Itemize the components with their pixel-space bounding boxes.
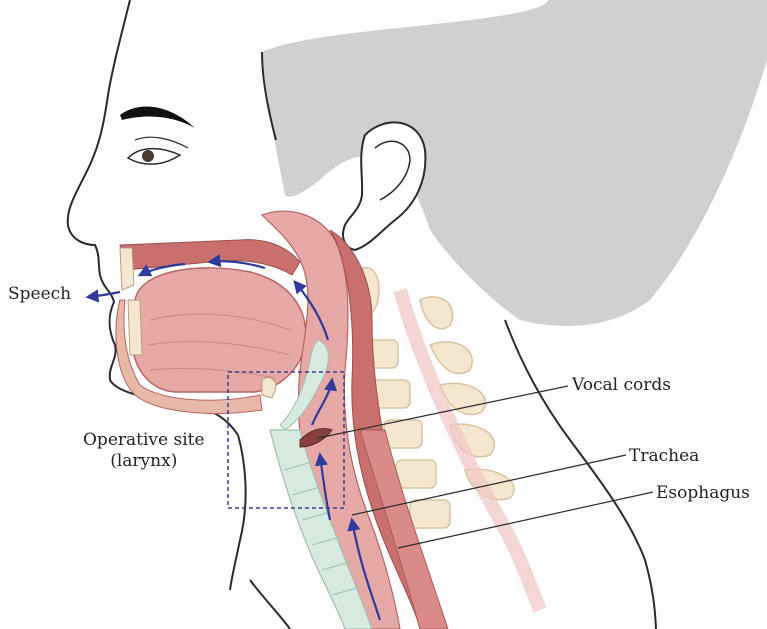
eyelid-line (135, 137, 188, 148)
eye (128, 149, 180, 165)
eyebrow (120, 106, 195, 128)
operative-site-label: Operative site (larynx) (83, 430, 205, 472)
shoulder-line (250, 580, 290, 629)
upper-teeth (120, 248, 134, 290)
esophagus-label: Esophagus (656, 483, 750, 503)
lower-teeth (128, 300, 142, 355)
speech-label: Speech (8, 284, 71, 304)
thyroid-cartilage (262, 378, 276, 398)
operative-site-label-line2: (larynx) (83, 451, 205, 472)
vocal-cords-label: Vocal cords (572, 375, 671, 395)
iris (142, 150, 154, 162)
operative-site-label-line1: Operative site (83, 430, 205, 451)
tongue (131, 268, 306, 392)
trachea-label: Trachea (629, 446, 699, 466)
neck-front-line (230, 435, 246, 590)
